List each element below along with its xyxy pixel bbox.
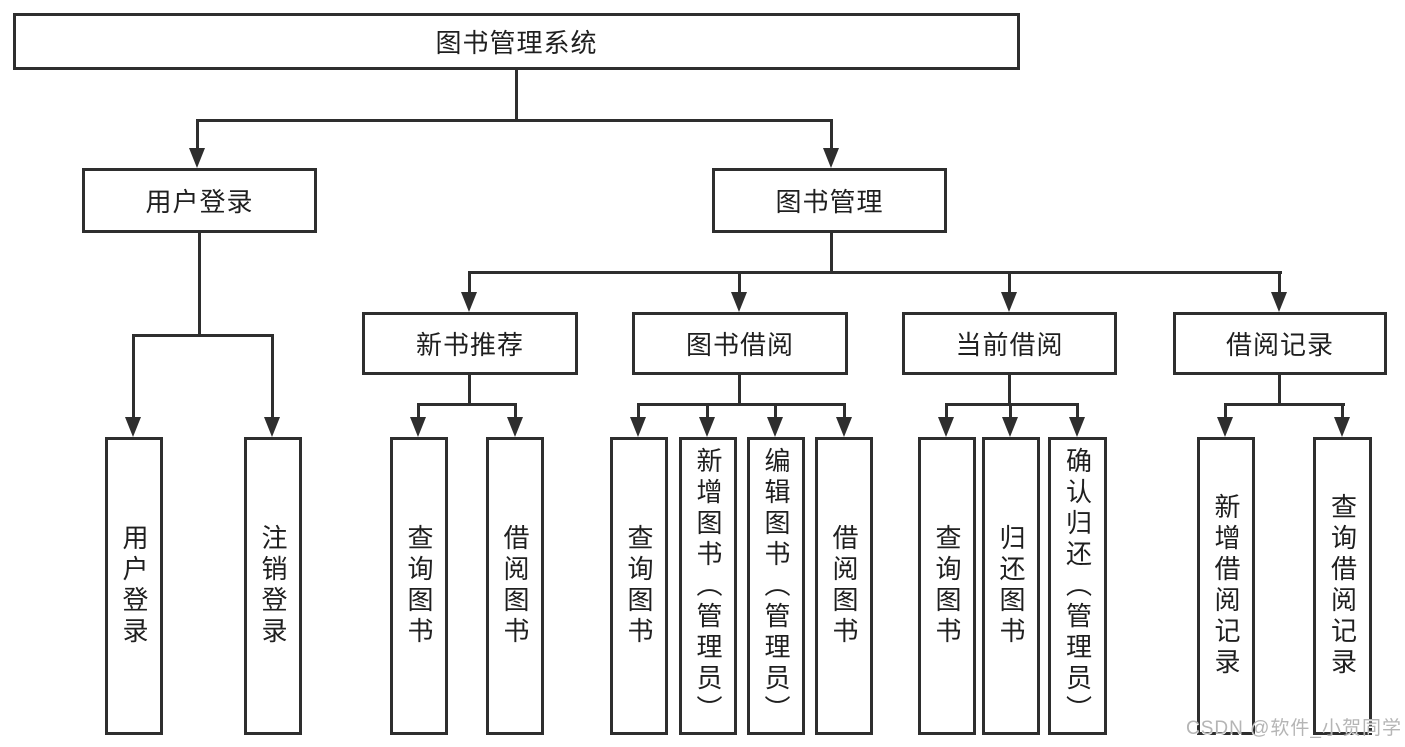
arrowhead-nbr-leaf1 bbox=[410, 417, 426, 437]
node-new-book-recommend-label: 新书推荐 bbox=[415, 330, 524, 360]
arrowhead-bb-leaf3 bbox=[767, 417, 783, 437]
connector-bb-horizontal bbox=[637, 403, 846, 406]
arrowhead-nbr-leaf2 bbox=[507, 417, 523, 437]
connector-nbr-leaf2-drop bbox=[514, 403, 517, 420]
connector-br-leaf2-drop bbox=[1341, 403, 1344, 420]
leaf-user-login-label: 用户登录 bbox=[119, 524, 149, 648]
node-user-login: 用户登录 bbox=[82, 168, 317, 233]
connector-root-stem bbox=[515, 70, 518, 121]
csdn-watermark: CSDN @软件_小贺同学 bbox=[1186, 718, 1402, 739]
node-user-login-label: 用户登录 bbox=[145, 187, 254, 217]
connector-bb-leaf2-drop bbox=[706, 403, 709, 420]
leaf-nbr-query-books: 查询图书 bbox=[390, 437, 448, 735]
connector-book-mgmt-drop bbox=[830, 119, 833, 152]
connector-nbr-leaf1-drop bbox=[417, 403, 420, 420]
connector-user-login-drop bbox=[196, 119, 199, 152]
leaf-bb-query-books: 查询图书 bbox=[610, 437, 668, 735]
connector-leaf-logout-drop bbox=[271, 334, 274, 420]
connector-cb-leaf3-drop bbox=[1076, 403, 1079, 420]
leaf-cb-return-books: 归还图书 bbox=[982, 437, 1040, 735]
connector-bb-leaf3-drop bbox=[774, 403, 777, 420]
node-borrow-records: 借阅记录 bbox=[1173, 312, 1387, 375]
leaf-bb-edit-books-admin: 编辑图书（管理员） bbox=[747, 437, 805, 735]
connector-br-horizontal bbox=[1224, 403, 1345, 406]
connector-bb-leaf4-drop bbox=[843, 403, 846, 420]
connector-cb-horizontal bbox=[945, 403, 1079, 406]
connector-br-stem bbox=[1278, 375, 1281, 405]
leaf-cb-confirm-return-admin-label: 确认归还（管理员） bbox=[1062, 446, 1093, 726]
leaf-bb-edit-books-admin-label: 编辑图书（管理员） bbox=[761, 446, 791, 726]
leaf-br-add-borrow-record-label: 新增借阅记录 bbox=[1211, 493, 1241, 679]
arrowhead-br-leaf1 bbox=[1217, 417, 1233, 437]
node-library-system: 图书管理系统 bbox=[13, 13, 1020, 70]
leaf-cb-query-books: 查询图书 bbox=[918, 437, 976, 735]
connector-book-borrow-drop bbox=[738, 271, 741, 296]
connector-bb-leaf1-drop bbox=[637, 403, 640, 420]
connector-leaf-login-drop bbox=[132, 334, 135, 420]
connector-root-horizontal bbox=[196, 119, 833, 122]
leaf-nbr-borrow-books-label: 借阅图书 bbox=[500, 524, 530, 648]
leaf-bb-borrow-books: 借阅图书 bbox=[815, 437, 873, 735]
leaf-br-add-borrow-record: 新增借阅记录 bbox=[1197, 437, 1255, 735]
arrowhead-borrow-record bbox=[1271, 292, 1287, 312]
connector-current-borrow-drop bbox=[1008, 271, 1011, 296]
leaf-bb-borrow-books-label: 借阅图书 bbox=[829, 524, 859, 648]
arrowhead-new-book bbox=[461, 292, 477, 312]
node-book-borrow: 图书借阅 bbox=[632, 312, 848, 375]
arrowhead-leaf-logout bbox=[264, 417, 280, 437]
connector-user-login-stem bbox=[198, 233, 201, 337]
leaf-cb-confirm-return-admin: 确认归还（管理员） bbox=[1048, 437, 1107, 735]
arrowhead-book-mgmt bbox=[823, 148, 839, 168]
node-book-management-label: 图书管理 bbox=[775, 187, 884, 217]
node-library-system-label: 图书管理系统 bbox=[435, 28, 598, 58]
connector-br-leaf1-drop bbox=[1224, 403, 1227, 420]
arrowhead-cb-leaf1 bbox=[938, 417, 954, 437]
arrowhead-leaf-login bbox=[125, 417, 141, 437]
arrowhead-book-borrow bbox=[731, 292, 747, 312]
arrowhead-bb-leaf2 bbox=[699, 417, 715, 437]
leaf-br-query-borrow-record-label: 查询借阅记录 bbox=[1327, 493, 1358, 679]
node-borrow-records-label: 借阅记录 bbox=[1225, 330, 1334, 360]
connector-cb-leaf1-drop bbox=[945, 403, 948, 420]
leaf-br-query-borrow-record: 查询借阅记录 bbox=[1313, 437, 1372, 735]
connector-borrow-record-drop bbox=[1278, 271, 1281, 296]
connector-nbr-horizontal bbox=[417, 403, 517, 406]
connector-new-book-drop bbox=[468, 271, 471, 296]
leaf-cb-return-books-label: 归还图书 bbox=[996, 524, 1026, 648]
node-new-book-recommend: 新书推荐 bbox=[362, 312, 578, 375]
leaf-bb-query-books-label: 查询图书 bbox=[624, 524, 654, 648]
arrowhead-current-borrow bbox=[1001, 292, 1017, 312]
leaf-nbr-query-books-label: 查询图书 bbox=[404, 524, 434, 648]
leaf-user-login: 用户登录 bbox=[105, 437, 163, 735]
leaf-bb-add-books-admin: 新增图书（管理员） bbox=[679, 437, 737, 735]
connector-book-mgmt-horizontal bbox=[468, 271, 1282, 274]
connector-book-mgmt-stem bbox=[830, 233, 833, 273]
connector-cb-stem bbox=[1008, 375, 1011, 405]
arrowhead-br-leaf2 bbox=[1334, 417, 1350, 437]
connector-nbr-stem bbox=[468, 375, 471, 405]
leaf-logout: 注销登录 bbox=[244, 437, 302, 735]
node-book-management: 图书管理 bbox=[712, 168, 947, 233]
arrowhead-user-login bbox=[189, 148, 205, 168]
connector-user-login-horizontal bbox=[132, 334, 274, 337]
arrowhead-cb-leaf2 bbox=[1002, 417, 1018, 437]
arrowhead-bb-leaf4 bbox=[836, 417, 852, 437]
arrowhead-bb-leaf1 bbox=[630, 417, 646, 437]
node-current-borrow: 当前借阅 bbox=[902, 312, 1117, 375]
node-current-borrow-label: 当前借阅 bbox=[955, 330, 1064, 360]
leaf-logout-label: 注销登录 bbox=[258, 524, 288, 648]
connector-cb-leaf2-drop bbox=[1009, 403, 1012, 420]
node-book-borrow-label: 图书借阅 bbox=[685, 330, 794, 360]
leaf-bb-add-books-admin-label: 新增图书（管理员） bbox=[693, 446, 723, 726]
leaf-cb-query-books-label: 查询图书 bbox=[932, 524, 962, 648]
leaf-nbr-borrow-books: 借阅图书 bbox=[486, 437, 544, 735]
connector-bb-stem bbox=[738, 375, 741, 405]
arrowhead-cb-leaf3 bbox=[1069, 417, 1085, 437]
